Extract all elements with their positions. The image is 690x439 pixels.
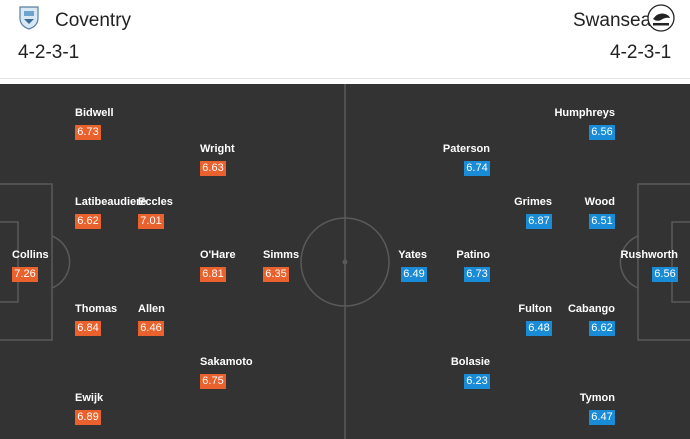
player-card[interactable]: Yates 6.49 xyxy=(357,249,427,282)
player-card[interactable]: Thomas 6.84 xyxy=(75,303,145,336)
player-name: Bidwell xyxy=(75,107,114,119)
player-rating-badge: 6.81 xyxy=(200,267,226,282)
player-card[interactable]: Wright 6.63 xyxy=(200,143,270,176)
player-rating-badge: 6.46 xyxy=(138,321,164,336)
home-formation: 4-2-3-1 xyxy=(18,42,80,63)
player-name: Bolasie xyxy=(450,356,490,368)
player-rating-badge: 6.63 xyxy=(200,161,226,176)
player-name: Patino xyxy=(456,249,490,261)
player-rating-badge: 6.48 xyxy=(526,321,552,336)
player-card[interactable]: Grimes 6.87 xyxy=(482,196,552,229)
player-rating-badge: 6.84 xyxy=(75,321,101,336)
player-card[interactable]: Tymon 6.47 xyxy=(545,392,615,425)
player-card[interactable]: Ewijk 6.89 xyxy=(75,392,145,425)
player-rating-badge: 6.49 xyxy=(401,267,427,282)
player-card[interactable]: Bidwell 6.73 xyxy=(75,107,145,140)
player-name: Sakamoto xyxy=(200,356,253,368)
player-card[interactable]: Allen 6.46 xyxy=(138,303,208,336)
player-rating-badge: 6.23 xyxy=(464,374,490,389)
away-formation: 4-2-3-1 xyxy=(610,42,672,63)
player-card[interactable]: Fulton 6.48 xyxy=(482,303,552,336)
pitch: Bidwell 6.73 Wright 6.63 Latibeaudiere 6… xyxy=(0,84,690,439)
home-team-name: Coventry xyxy=(55,10,132,31)
player-name: Fulton xyxy=(518,303,552,315)
away-team-name: Swansea xyxy=(573,10,652,31)
player-card[interactable]: Wood 6.51 xyxy=(545,196,615,229)
player-rating-badge: 6.87 xyxy=(526,214,552,229)
player-card[interactable]: Sakamoto 6.75 xyxy=(200,356,270,389)
player-card[interactable]: Humphreys 6.56 xyxy=(545,107,615,140)
player-rating-badge: 6.62 xyxy=(75,214,101,229)
player-name: O'Hare xyxy=(200,249,236,261)
player-rating-badge: 6.89 xyxy=(75,410,101,425)
coventry-crest-icon xyxy=(19,6,39,30)
player-name: Grimes xyxy=(514,196,552,208)
player-card[interactable]: Paterson 6.74 xyxy=(420,143,490,176)
player-rating-badge: 6.51 xyxy=(589,214,615,229)
player-rating-badge: 6.73 xyxy=(464,267,490,282)
player-card[interactable]: Patino 6.73 xyxy=(420,249,490,282)
swansea-crest-icon xyxy=(647,4,675,32)
player-card[interactable]: Eccles 7.01 xyxy=(138,196,208,229)
player-name: Yates xyxy=(398,249,427,261)
player-rating-badge: 6.62 xyxy=(589,321,615,336)
player-card[interactable]: Simms 6.35 xyxy=(263,249,333,282)
player-name: Ewijk xyxy=(75,392,104,404)
player-name: Collins xyxy=(12,249,49,261)
player-card[interactable]: Bolasie 6.23 xyxy=(420,356,490,389)
player-rating-badge: 6.35 xyxy=(263,267,289,282)
player-card[interactable]: Rushworth 6.56 xyxy=(608,249,678,282)
pitch-markings xyxy=(0,84,690,439)
player-card[interactable]: Cabango 6.62 xyxy=(545,303,615,336)
player-name: Allen xyxy=(138,303,165,315)
player-rating-badge: 6.47 xyxy=(589,410,615,425)
player-rating-badge: 6.75 xyxy=(200,374,226,389)
player-rating-badge: 7.26 xyxy=(12,267,38,282)
player-name: Simms xyxy=(263,249,300,261)
player-rating-badge: 6.56 xyxy=(589,125,615,140)
player-name: Thomas xyxy=(75,303,118,315)
player-name: Eccles xyxy=(138,196,173,208)
player-name: Latibeaudiere xyxy=(75,196,147,208)
player-name: Tymon xyxy=(579,392,615,404)
player-rating-badge: 6.73 xyxy=(75,125,101,140)
player-rating-badge: 6.56 xyxy=(652,267,678,282)
player-card[interactable]: O'Hare 6.81 xyxy=(200,249,270,282)
player-card[interactable]: Collins 7.26 xyxy=(12,249,82,282)
player-name: Rushworth xyxy=(620,249,678,261)
player-name: Wood xyxy=(584,196,615,208)
player-name: Wright xyxy=(200,143,235,155)
match-header: Coventry 4-2-3-1 Swansea 4-2-3-1 xyxy=(0,0,690,79)
player-rating-badge: 6.74 xyxy=(464,161,490,176)
player-name: Cabango xyxy=(567,303,615,315)
player-name: Paterson xyxy=(442,143,490,155)
player-rating-badge: 7.01 xyxy=(138,214,164,229)
player-card[interactable]: Latibeaudiere 6.62 xyxy=(75,196,147,229)
player-name: Humphreys xyxy=(554,107,615,119)
